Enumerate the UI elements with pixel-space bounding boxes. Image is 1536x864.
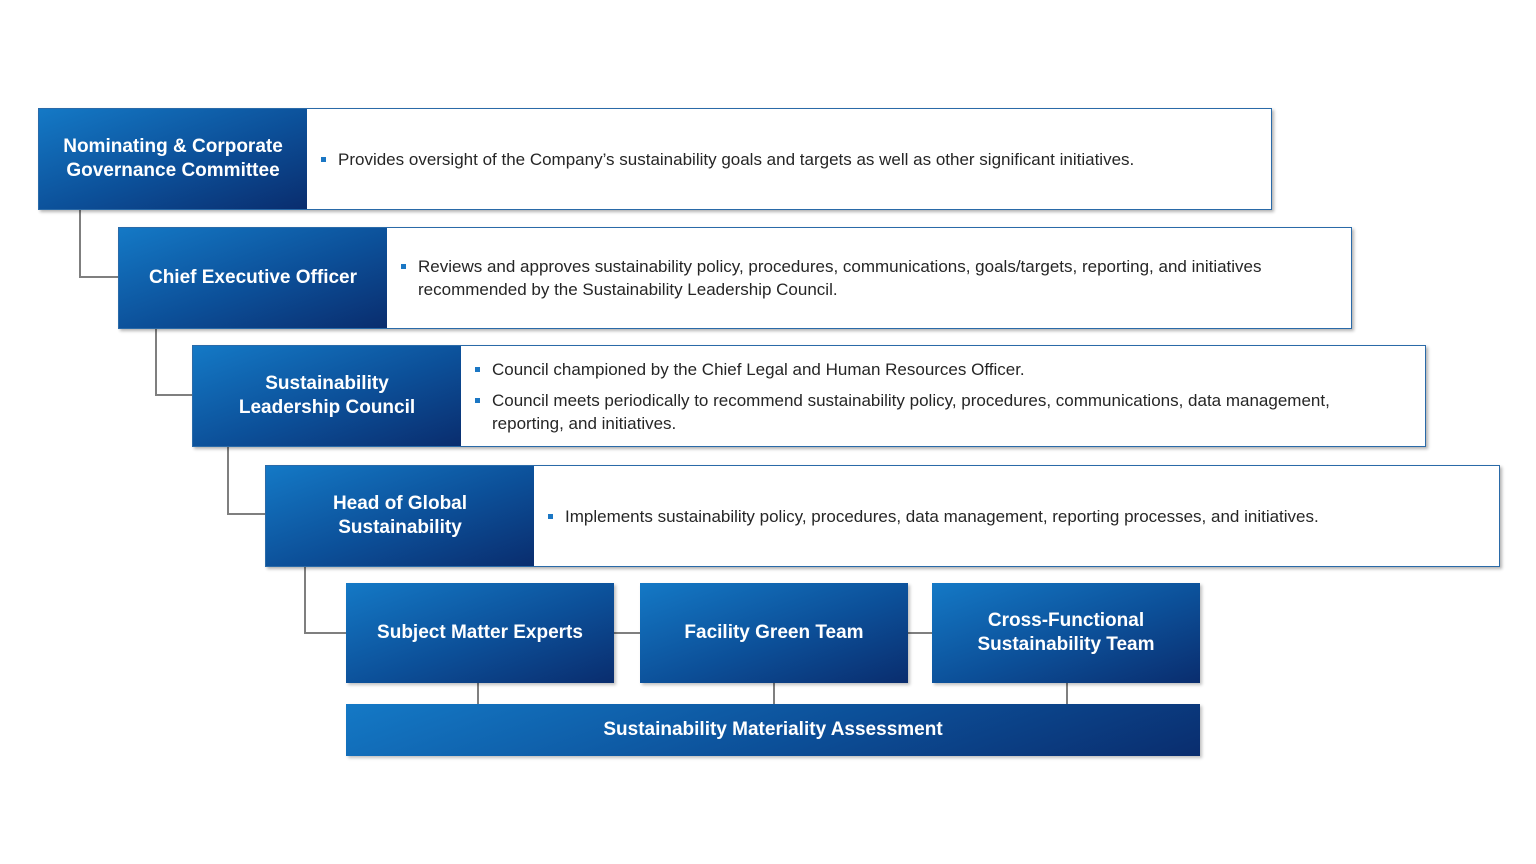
connector-line xyxy=(773,683,775,704)
bullet-item: Council championed by the Chief Legal an… xyxy=(475,358,1405,381)
role-title: Chief Executive Officer xyxy=(119,228,387,328)
bullet-square-icon xyxy=(475,366,480,372)
connector-line xyxy=(908,632,932,634)
connector-line xyxy=(304,566,306,634)
bullet-item: Council meets periodically to recommend … xyxy=(475,389,1405,435)
role-description: Implements sustainability policy, proced… xyxy=(534,466,1499,566)
role-description: Reviews and approves sustainability poli… xyxy=(387,228,1351,328)
connector-line xyxy=(227,513,266,515)
bullet-text: Implements sustainability policy, proced… xyxy=(565,506,1319,526)
org-row-head-global-sustainability: Head of Global Sustainability Implements… xyxy=(265,465,1500,567)
bullet-text: Council meets periodically to recommend … xyxy=(492,390,1330,433)
materiality-assessment-bar: Sustainability Materiality Assessment xyxy=(346,704,1200,756)
bullet-square-icon xyxy=(548,513,553,519)
connector-line xyxy=(79,276,119,278)
bullet-item: Reviews and approves sustainability poli… xyxy=(401,255,1331,301)
bullet-square-icon xyxy=(475,397,480,403)
team-box-subject-matter-experts: Subject Matter Experts xyxy=(346,583,614,683)
connector-line xyxy=(614,632,640,634)
role-title: Head of Global Sustainability xyxy=(266,466,534,566)
team-box-cross-functional-team: Cross-Functional Sustainability Team xyxy=(932,583,1200,683)
connector-line xyxy=(304,632,346,634)
connector-line xyxy=(155,394,193,396)
bullet-square-icon xyxy=(321,156,326,162)
role-title: Nominating & Corporate Governance Commit… xyxy=(39,109,307,209)
bullet-item: Provides oversight of the Company’s sust… xyxy=(321,148,1251,171)
connector-line xyxy=(155,329,157,396)
org-row-ceo: Chief Executive Officer Reviews and appr… xyxy=(118,227,1352,329)
role-description: Provides oversight of the Company’s sust… xyxy=(307,109,1271,209)
role-description: Council championed by the Chief Legal an… xyxy=(461,346,1425,446)
connector-line xyxy=(477,683,479,704)
bullet-text: Reviews and approves sustainability poli… xyxy=(418,257,1262,299)
bullet-square-icon xyxy=(401,264,406,269)
org-row-nominating-committee: Nominating & Corporate Governance Commit… xyxy=(38,108,1272,210)
role-title: Sustainability Leadership Council xyxy=(193,346,461,446)
connector-line xyxy=(227,446,229,515)
org-row-leadership-council: Sustainability Leadership Council Counci… xyxy=(192,345,1426,447)
bullet-text: Provides oversight of the Company’s sust… xyxy=(338,149,1135,169)
bullet-item: Implements sustainability policy, proced… xyxy=(548,505,1479,528)
connector-line xyxy=(1066,683,1068,704)
team-box-facility-green-team: Facility Green Team xyxy=(640,583,908,683)
bullet-text: Council championed by the Chief Legal an… xyxy=(492,359,1025,379)
connector-line xyxy=(79,210,81,278)
